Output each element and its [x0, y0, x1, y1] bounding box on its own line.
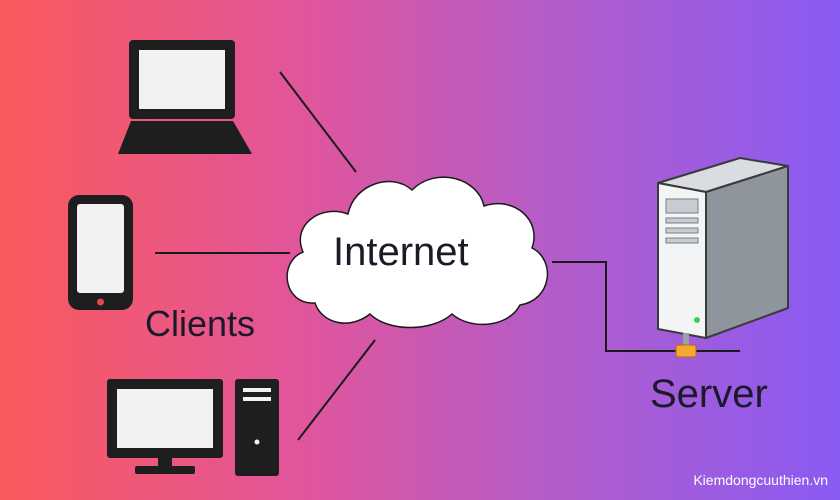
internet-label: Internet [333, 230, 469, 274]
desktop-computer-icon [107, 379, 279, 476]
connection-lines [155, 71, 740, 441]
internet-cloud-icon [286, 176, 549, 329]
watermark-text: Kiemdongcuuthien.vn [693, 472, 828, 488]
line-laptop-internet [279, 71, 357, 173]
line-internet-server [552, 261, 676, 352]
server-label: Server [650, 372, 768, 416]
server-tower-icon [657, 157, 789, 358]
smartphone-icon [68, 195, 133, 310]
line-desktop-internet [297, 339, 376, 441]
clients-label: Clients [145, 303, 256, 344]
laptop-icon [118, 40, 252, 154]
